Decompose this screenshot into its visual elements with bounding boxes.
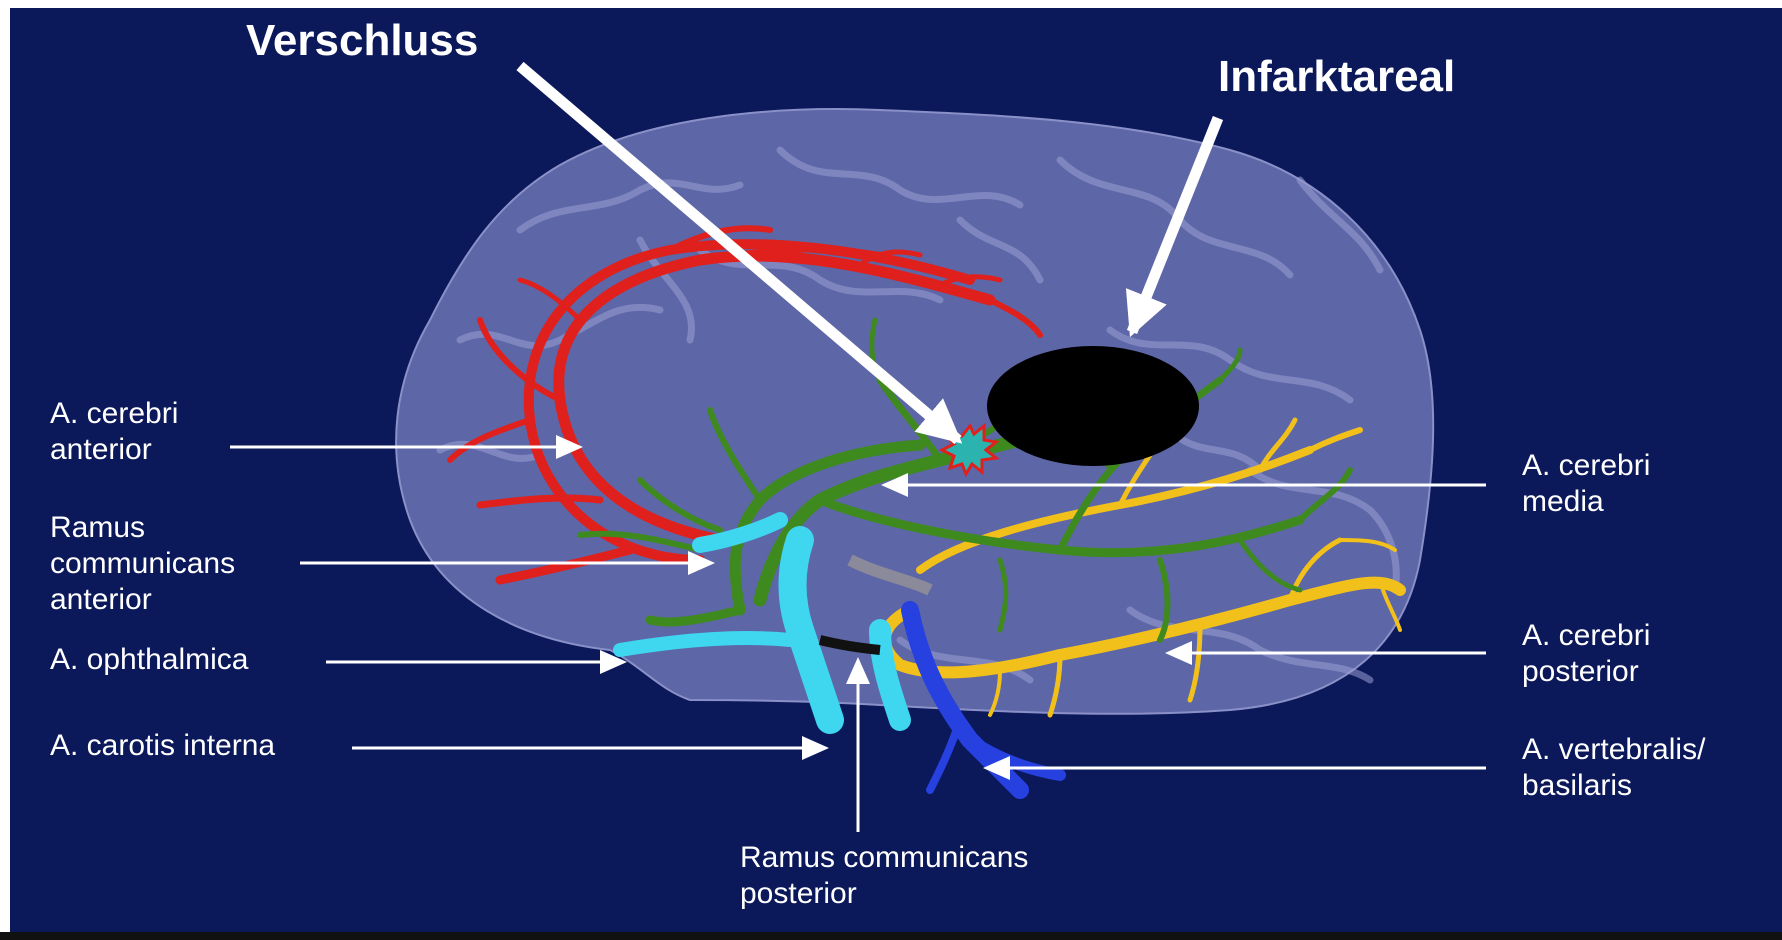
infarct-area (987, 346, 1199, 466)
pcom-label: Ramus communicans posterior (740, 840, 1028, 912)
aca-label: A. cerebri anterior (50, 396, 178, 468)
occlusion-callout: Verschluss (246, 16, 478, 66)
infarct-callout: Infarktareal (1218, 52, 1455, 102)
acom-label: Ramus communicans anterior (50, 510, 235, 618)
ophthalmic-label: A. ophthalmica (50, 642, 248, 678)
pca-label: A. cerebri posterior (1522, 618, 1650, 690)
ica-label: A. carotis interna (50, 728, 275, 764)
vertebral-label: A. vertebralis/ basilaris (1522, 732, 1705, 804)
mca-label: A. cerebri media (1522, 448, 1650, 520)
